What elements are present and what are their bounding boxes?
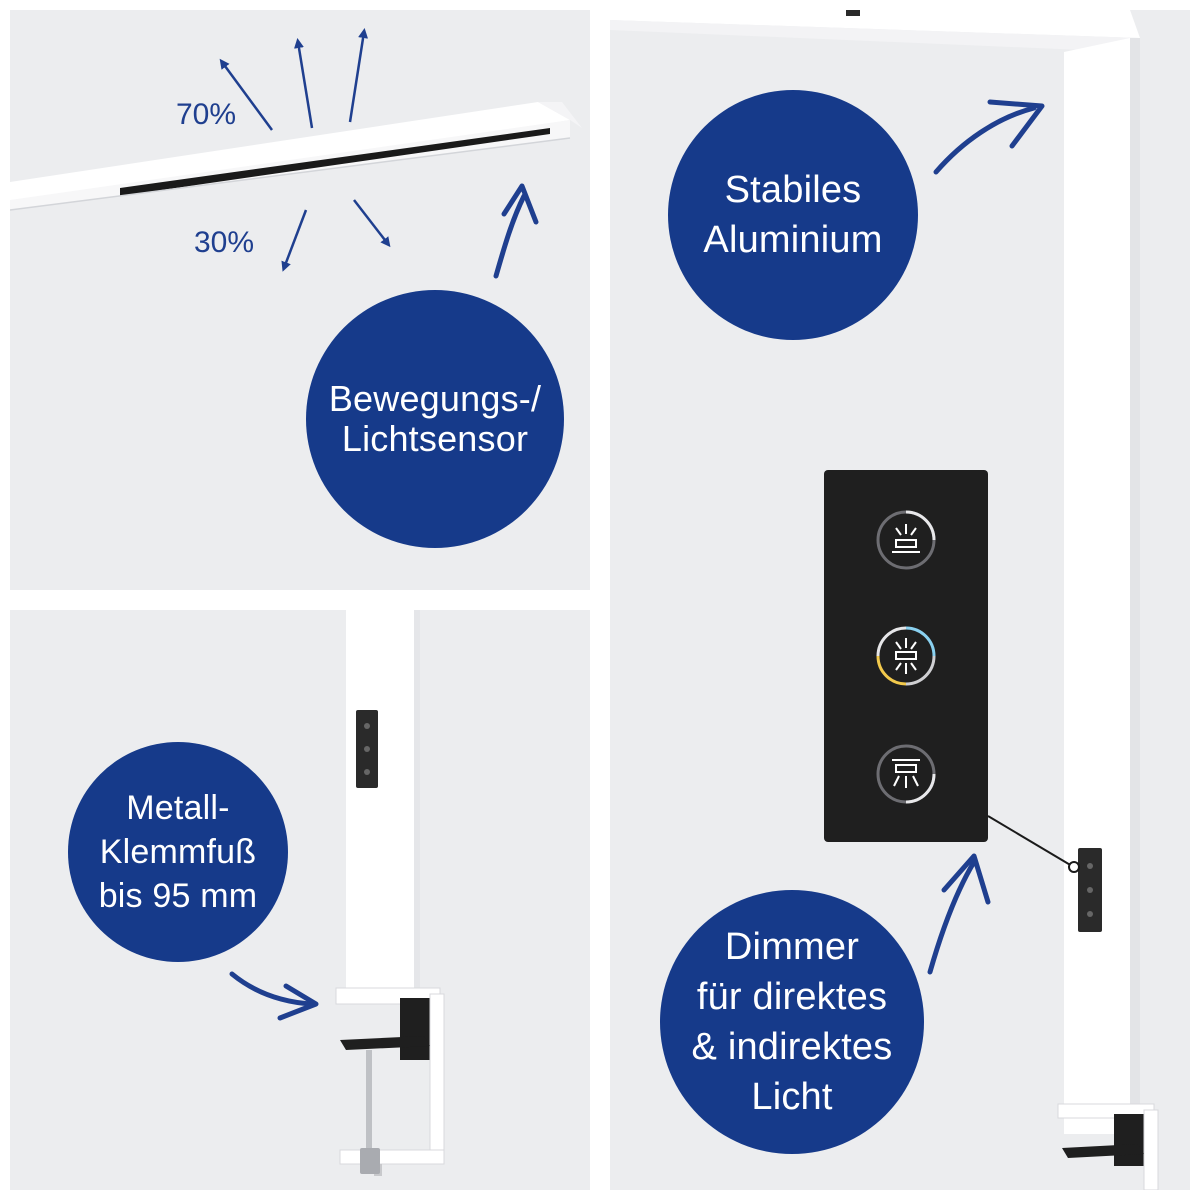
indirect-percentage: 70% — [176, 98, 237, 131]
badge-aluminium: Stabiles Aluminium — [668, 90, 918, 340]
light-bar-illustration — [10, 28, 582, 279]
panel-frame: Stabiles Aluminium Dimmer für direktes &… — [610, 10, 1190, 1190]
badge-dimmer-line1: Dimmer — [724, 926, 860, 968]
badge-sensor-line1: Bewegungs-/ — [328, 378, 542, 419]
badge-dimmer: Dimmer für direktes & indirektes Licht — [660, 890, 924, 1154]
clamp-illustration — [229, 610, 445, 1176]
control-button-direct[interactable] — [874, 742, 938, 806]
pole — [346, 610, 420, 990]
clamp — [335, 987, 445, 1176]
badge-sensor-line2: Lichtsensor — [341, 418, 529, 459]
frame-illustration — [610, 10, 1159, 1190]
badge-clamp: Metall- Klemmfuß bis 95 mm — [68, 742, 288, 962]
badge-dimmer-line2: für direktes — [696, 976, 888, 1018]
color-temperature-icon — [876, 626, 936, 686]
badge-dimmer-line4: Licht — [751, 1076, 833, 1118]
badge-aluminium-line2: Aluminium — [703, 219, 883, 261]
pole-control-strip — [356, 710, 378, 788]
panel-light-bar: 70% 30% Bewegungs-/ Lichtsensor — [10, 10, 590, 590]
indirect-light-arrows — [219, 28, 369, 131]
direct-percentage: 30% — [194, 226, 255, 259]
direct-light-arrows — [281, 199, 391, 272]
badge-clamp-line3: bis 95 mm — [98, 877, 258, 915]
aluminium-pointer-arrow — [933, 99, 1045, 175]
frame-pole — [1064, 38, 1140, 1134]
panel-clamp: Metall- Klemmfuß bis 95 mm — [10, 610, 590, 1190]
indirect-light-icon — [876, 510, 936, 570]
light-bar — [10, 102, 582, 211]
direct-light-icon — [876, 744, 936, 804]
control-connector — [987, 815, 1080, 873]
frame-top-bar — [610, 10, 1140, 52]
clamp-pointer-arrow — [229, 971, 319, 1021]
control-button-indirect[interactable] — [874, 508, 938, 572]
badge-dimmer-line3: & indirektes — [691, 1026, 893, 1068]
badge-sensor: Bewegungs-/ Lichtsensor — [306, 290, 564, 548]
frame-control-strip — [1078, 848, 1102, 932]
badge-aluminium-line1: Stabiles — [724, 169, 862, 211]
control-panel — [824, 470, 988, 842]
badge-clamp-line2: Klemmfuß — [99, 833, 257, 871]
dimmer-pointer-arrow — [927, 853, 991, 975]
frame-clamp — [1057, 1103, 1159, 1190]
badge-clamp-line1: Metall- — [126, 789, 230, 827]
control-button-color-temp[interactable] — [874, 624, 938, 688]
sensor-pointer-arrow — [493, 183, 539, 279]
